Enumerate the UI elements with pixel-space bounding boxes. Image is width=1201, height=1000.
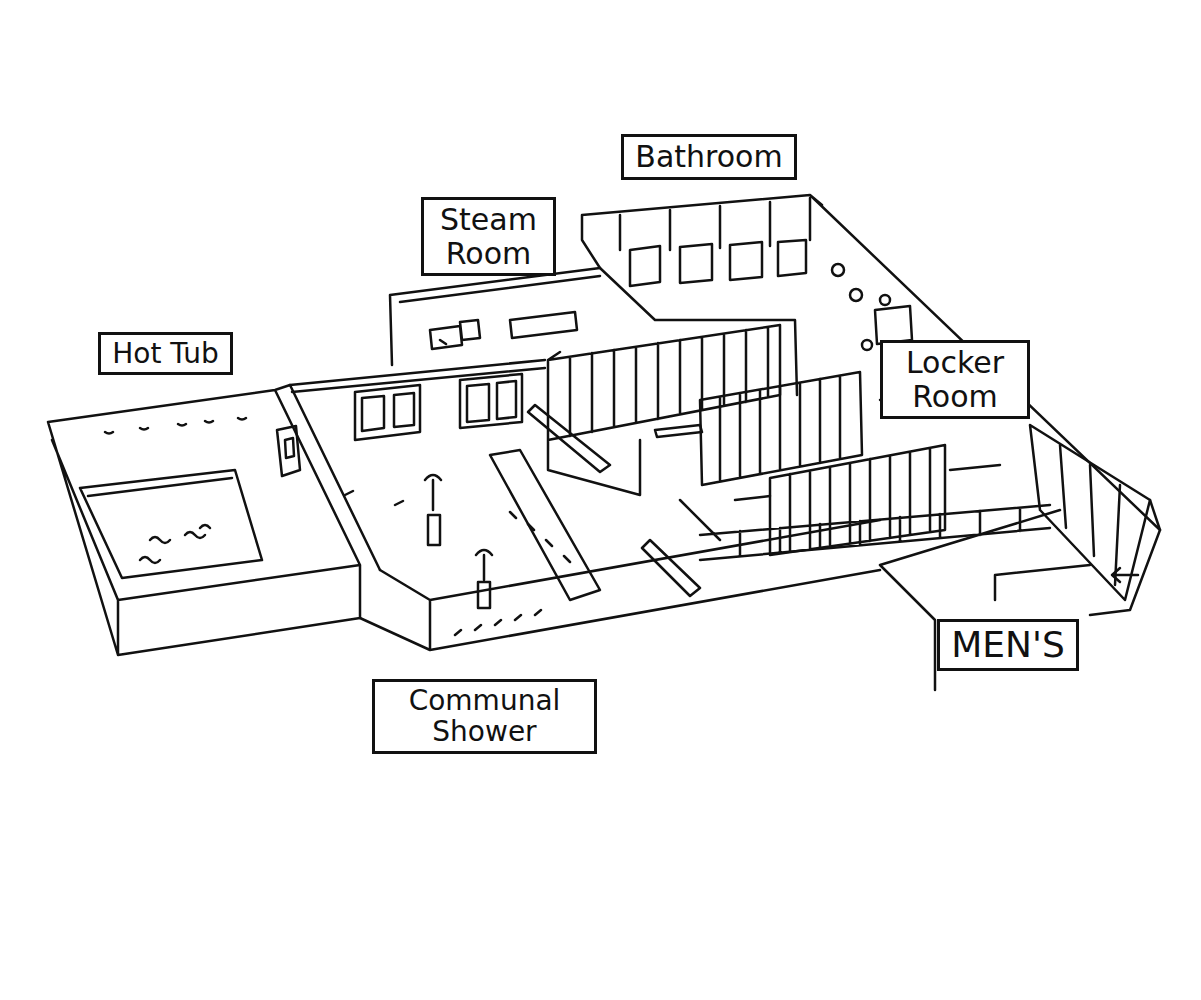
steam-room-benches [430, 312, 577, 349]
hot-tub-door [277, 426, 300, 476]
shower-heads [345, 475, 570, 635]
hot-tub-water [140, 525, 210, 563]
shower-partition [490, 450, 600, 600]
shower-walls [290, 360, 880, 650]
room-name: Communal Shower [385, 685, 584, 748]
room-label: Steam Room [421, 197, 556, 276]
direction-arrow [1112, 568, 1138, 582]
bathroom-stalls [620, 198, 810, 286]
room-name: Bathroom [634, 140, 784, 174]
benches [528, 398, 1000, 596]
doors [355, 374, 522, 440]
shower-poles [428, 515, 490, 608]
wall-lights [105, 418, 246, 434]
room-label: Hot Tub [98, 332, 233, 375]
locker-bank [700, 372, 862, 485]
locker-bank [770, 445, 945, 555]
hot-tub-pool [80, 470, 262, 578]
entrance-sign: MEN'S [937, 619, 1079, 671]
room-label: Bathroom [621, 134, 797, 180]
room-label: Communal Shower [372, 679, 597, 754]
room-name: Locker Room [893, 346, 1017, 413]
room-name: Steam Room [434, 203, 543, 270]
locker-bank [548, 325, 780, 495]
hot-tub-walls [48, 385, 380, 655]
steam-room-walls [390, 268, 600, 365]
room-name: Hot Tub [111, 338, 220, 369]
entrance-walls [880, 500, 1160, 690]
room-label: Locker Room [880, 340, 1030, 419]
sinks [832, 264, 912, 350]
room-name: MEN'S [950, 625, 1066, 665]
